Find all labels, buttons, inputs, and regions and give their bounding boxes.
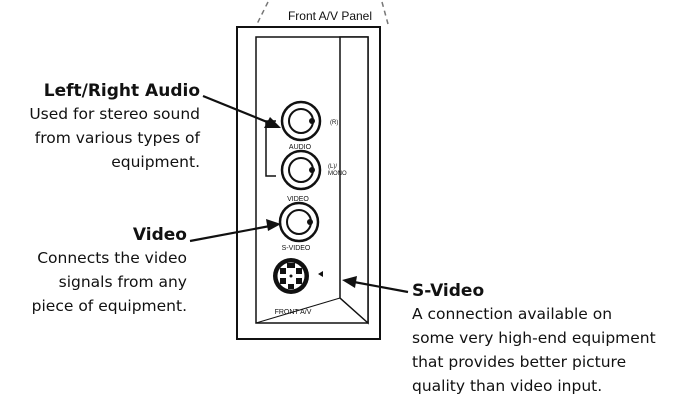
audio-left-jack [280,149,322,191]
video-jack-label: VIDEO [287,196,309,203]
audio-left-label-line2: MONO [328,171,347,177]
video-callout-title: Video [132,225,187,245]
audio-arrow-head-icon [264,117,281,128]
audio-right-label: (R) [330,120,338,126]
audio-right-jack [280,100,322,142]
panel-title: Front A/V Panel [288,9,372,23]
video-jack [278,201,320,243]
s-video-callout-title: S-Video [412,281,485,301]
s-video-callout: S-Video A connection available on some v… [412,280,695,398]
s-video-arrow-line [353,280,409,294]
s-video-jack-label: S-VIDEO [282,245,311,252]
s-video-callout-description: A connection available on some very high… [412,305,656,395]
front-av-label: FRONT A/V [275,309,312,316]
dashed-swing-left [256,1,269,25]
audio-arrow-line [202,94,273,126]
video-arrow-head-icon [266,219,281,231]
audio-label: AUDIO [289,144,312,151]
panel-floor-edge [255,297,341,324]
video-arrow-line [189,224,271,243]
audio-callout-description: Used for stereo sound from various types… [29,105,200,171]
dashed-swing-right [381,1,389,25]
panel-side-wall [339,36,369,325]
audio-left-label-line1: (L)/ [328,164,337,170]
video-callout: Video Connects the video signals from an… [0,224,187,318]
s-video-arrow-head-icon [342,276,357,288]
audio-callout: Left/Right Audio Used for stereo sound f… [0,80,200,174]
s-video-jack [273,258,309,294]
audio-callout-title: Left/Right Audio [43,81,200,101]
video-callout-description: Connects the video signals from any piec… [31,249,187,315]
s-video-indicator-icon [318,271,323,277]
